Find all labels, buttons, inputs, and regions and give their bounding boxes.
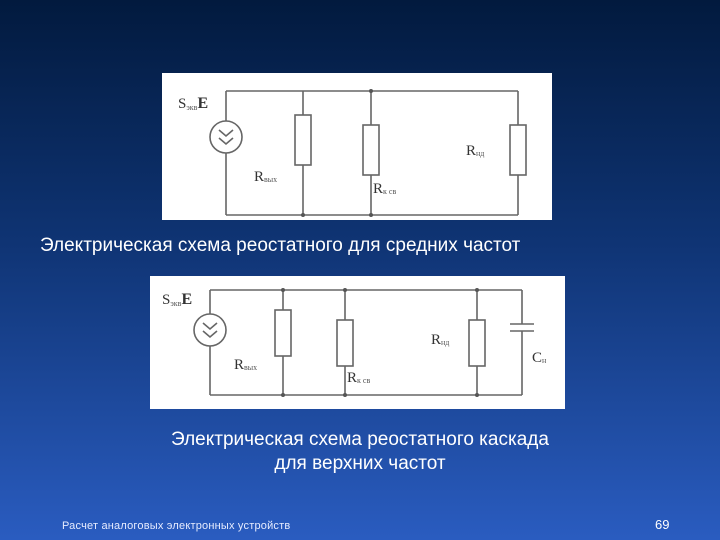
resistor-r-out	[274, 309, 292, 357]
r-out-label: Rвых	[254, 169, 277, 185]
caption-high-frequency-line-1: Электрическая схема реостатного каскада	[171, 429, 549, 450]
current-source-icon	[209, 120, 243, 154]
r-load-label: Rнд	[431, 332, 449, 348]
resistor-r-load	[468, 319, 486, 367]
c-load-label: Cн	[532, 350, 547, 366]
circuit-diagram-high-frequency: SэквE Rвых Rк св Rнд Cн	[150, 276, 565, 409]
source-label: SэквE	[162, 291, 192, 308]
circuit-diagram-mid-frequency: SэквE Rвых Rк св Rнд	[162, 73, 552, 220]
r-out-label: Rвых	[234, 357, 257, 373]
resistor-r-out	[294, 114, 312, 166]
resistor-r-load	[509, 124, 527, 176]
r-kcv-label: Rк св	[347, 370, 370, 386]
caption-mid-frequency: Электрическая схема реостатного для сред…	[40, 235, 521, 256]
resistor-r-kcv	[336, 319, 354, 367]
caption-high-frequency: Электрическая схема реостатного каскада …	[0, 428, 720, 476]
r-load-label: Rнд	[466, 143, 484, 159]
source-label: SэквE	[178, 95, 208, 112]
r-kcv-label: Rк св	[373, 181, 396, 197]
footer-title: Расчет аналоговых электронных устройств	[62, 520, 291, 532]
current-source-icon	[193, 313, 227, 347]
page-number: 69	[655, 517, 670, 532]
resistor-r-kcv	[362, 124, 380, 176]
caption-high-frequency-line-2: для верхних частот	[274, 453, 446, 474]
